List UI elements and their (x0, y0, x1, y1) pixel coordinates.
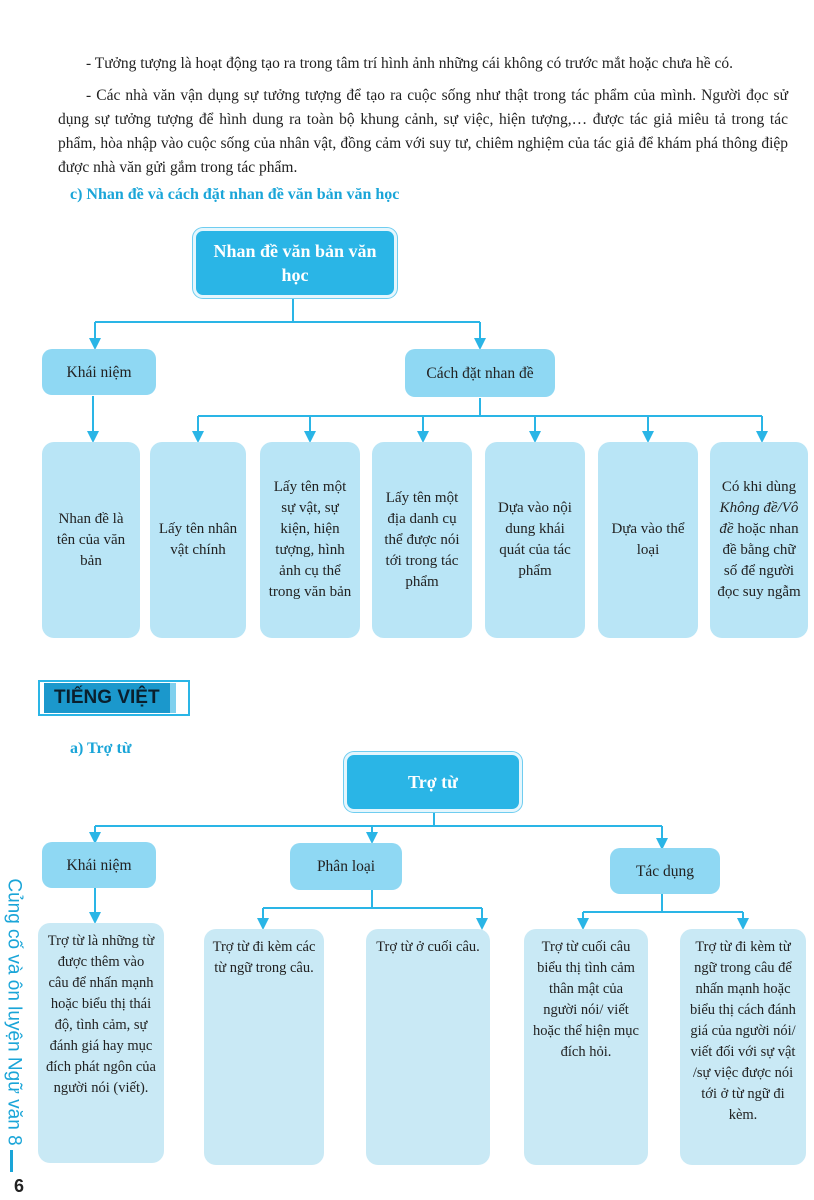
paragraph-imagination-definition: - Tưởng tượng là hoạt động tạo ra trong … (86, 55, 733, 72)
book-title: Củng cố và ôn luyện Ngữ văn 8 (4, 878, 25, 1146)
section-c-heading: c) Nhan đề và cách đặt nhan đề văn bản v… (70, 186, 400, 203)
diagram2-leaf-effect-accompanying: Trợ từ đi kèm từ ngữ trong câu để nhấn m… (680, 929, 806, 1165)
diagram2-leaf-type-accompanying: Trợ từ đi kèm các từ ngữ trong câu. (204, 929, 324, 1165)
leaf-untitled-post: hoặc nhan đề bằng chữ số để người đọc su… (717, 521, 801, 600)
page-number: 6 (14, 1176, 25, 1196)
leaf-untitled-pre: Có khi dùng (721, 479, 797, 495)
sidebar-accent-bar (10, 1150, 13, 1172)
diagram1-leaf-concept: Nhan đề là tên của văn bản (42, 442, 140, 638)
tieng-viet-banner: TIẾNG VIỆT (38, 680, 190, 716)
diagram2-leaf-type-sentence-final: Trợ từ ở cuối câu. (366, 929, 490, 1165)
diagram1-leaf-general-content: Dựa vào nội dung khái quát của tác phẩm (485, 442, 585, 638)
diagram2-root-node: Trợ từ (344, 752, 522, 812)
diagram1-leaf-character-name: Lấy tên nhân vật chính (150, 442, 246, 638)
diagram2-node-types: Phân loại (290, 843, 402, 890)
diagram1-leaf-untitled: Có khi dùng Không đề/Vô đề hoặc nhan đề … (710, 442, 808, 638)
diagram1-node-concept: Khái niệm (42, 349, 156, 395)
book-title-sidebar: Củng cố và ôn luyện Ngữ văn 8 (0, 862, 28, 1162)
diagram2-leaf-concept: Trợ từ là những từ được thêm vào câu để … (38, 923, 164, 1163)
tieng-viet-banner-label: TIẾNG VIỆT (44, 683, 176, 713)
diagram2-leaf-effect-final: Trợ từ cuối câu biểu thị tình cảm thân m… (524, 929, 648, 1165)
diagram1-leaf-object-event: Lấy tên một sự vật, sự kiện, hiện tượng,… (260, 442, 360, 638)
section-a-heading: a) Trợ từ (70, 740, 132, 757)
diagram1-node-naming-methods: Cách đặt nhan đề (405, 349, 555, 397)
paragraph-imagination-usage: - Các nhà văn vận dụng sự tưởng tượng để… (58, 87, 788, 176)
diagram2-node-effect: Tác dụng (610, 848, 720, 894)
diagram1-leaf-place-name: Lấy tên một địa danh cụ thể được nói tới… (372, 442, 472, 638)
diagram1-root-node: Nhan đề văn bản văn học (193, 228, 397, 298)
leaf-untitled-italic: Không đề/Vô đề (719, 500, 799, 537)
diagram1-leaf-genre: Dựa vào thể loại (598, 442, 698, 638)
diagram2-node-concept: Khái niệm (42, 842, 156, 888)
